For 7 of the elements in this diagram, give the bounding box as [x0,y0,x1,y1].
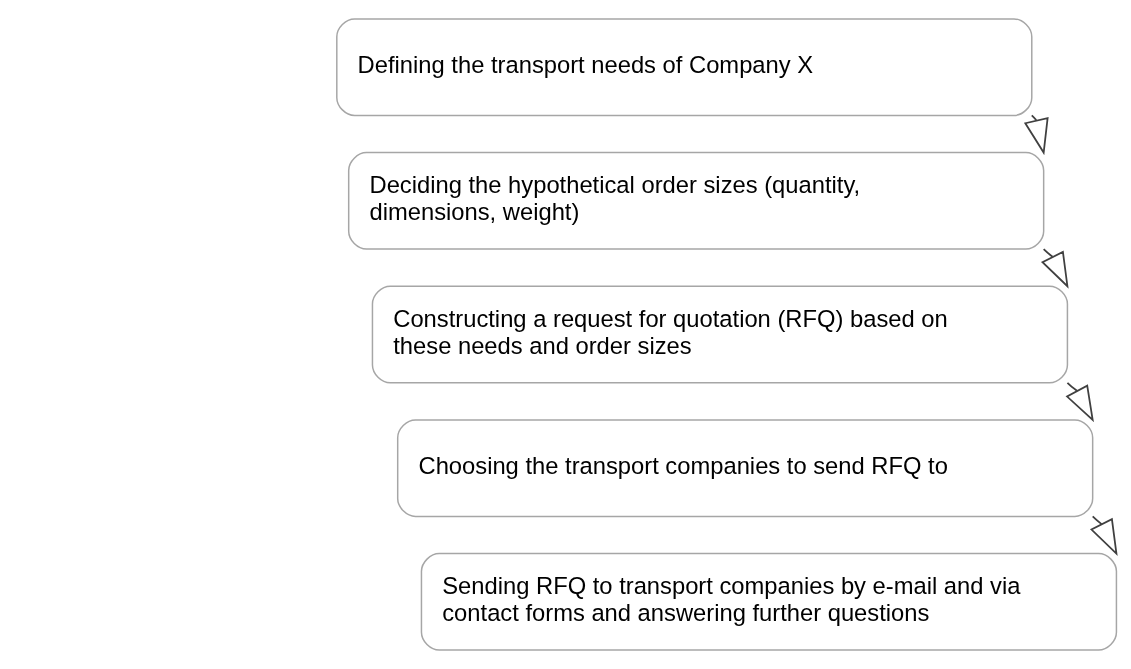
node-box: Defining the transport needs of Company X [336,18,1033,117]
node-box: Constructing a request for quotation (RFQ) based on these needs and order sizes [371,285,1069,384]
node-box: Choosing the transport companies to send RFQ to [396,419,1094,518]
arrow [1040,248,1069,289]
node-box: Sending RFQ to transport companies by e-mail and via contact forms and answering further questions [420,552,1118,651]
arrow [1065,381,1094,423]
node-box: Deciding the hypothetical order sizes (quantity, dimensions, weight) [347,151,1045,250]
